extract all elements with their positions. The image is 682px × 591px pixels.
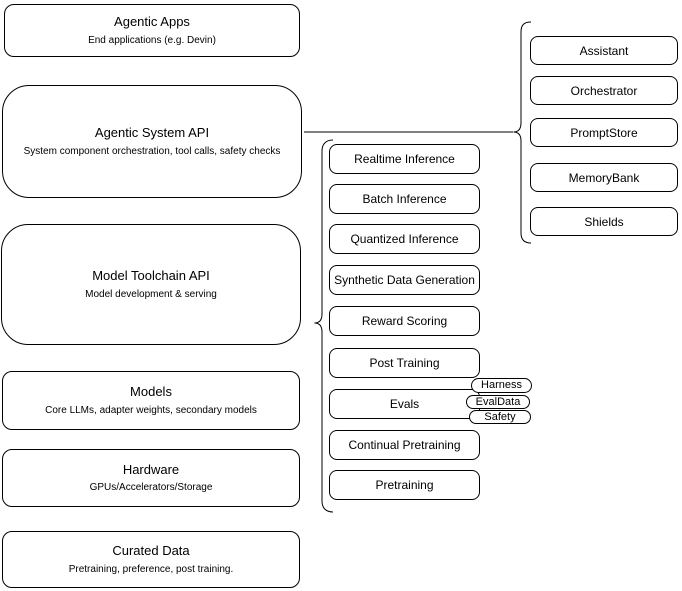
component-box-shields: Shields xyxy=(530,207,678,236)
stack-box-title: Hardware xyxy=(122,461,180,477)
component-box-memorybank: MemoryBank xyxy=(530,163,678,192)
toolchain-box-batch-inference: Batch Inference xyxy=(329,184,480,214)
stack-box-models: Models Core LLMs, adapter weights, secon… xyxy=(2,371,300,430)
eval-tag-evaldata: EvalData xyxy=(466,395,530,409)
stack-box-title: Curated Data xyxy=(112,543,190,559)
stack-box-subtitle: Core LLMs, adapter weights, secondary mo… xyxy=(45,404,257,416)
stack-box-title: Models xyxy=(130,384,172,400)
eval-tag-harness: Harness xyxy=(471,378,532,393)
stack-box-curated-data: Curated Data Pretraining, preference, po… xyxy=(2,531,300,588)
toolchain-box-pretraining: Pretraining xyxy=(329,470,480,500)
stack-box-subtitle: End applications (e.g. Devin) xyxy=(88,34,216,46)
stack-box-subtitle: Model development & serving xyxy=(85,288,217,300)
eval-tag-safety: Safety xyxy=(469,410,531,424)
stack-box-subtitle: GPUs/Accelerators/Storage xyxy=(89,482,213,494)
toolchain-box-continual-pretraining: Continual Pretraining xyxy=(329,430,480,460)
toolchain-box-evals: Evals xyxy=(329,389,480,419)
toolchain-box-quantized-inference: Quantized Inference xyxy=(329,224,480,254)
stack-box-agentic-system-api: Agentic System API System component orch… xyxy=(2,85,302,198)
toolchain-box-realtime-inference: Realtime Inference xyxy=(329,144,480,174)
stack-box-agentic-apps: Agentic Apps End applications (e.g. Devi… xyxy=(4,4,300,57)
toolchain-brace xyxy=(314,139,334,513)
stack-box-title: Agentic Apps xyxy=(114,14,190,30)
component-box-orchestrator: Orchestrator xyxy=(530,76,678,105)
stack-box-hardware: Hardware GPUs/Accelerators/Storage xyxy=(2,449,300,507)
stack-box-subtitle: Pretraining, preference, post training. xyxy=(68,563,234,575)
component-box-assistant: Assistant xyxy=(530,36,678,65)
stack-box-subtitle: System component orchestration, tool cal… xyxy=(23,145,281,157)
component-box-promptstore: PromptStore xyxy=(530,118,678,147)
stack-box-title: Agentic System API xyxy=(94,125,210,141)
stack-box-title: Model Toolchain API xyxy=(92,268,210,284)
stack-box-model-toolchain-api: Model Toolchain API Model development & … xyxy=(1,224,301,345)
components-brace xyxy=(513,21,532,244)
toolchain-box-synthetic-data-generation: Synthetic Data Generation xyxy=(329,265,480,295)
toolchain-box-post-training: Post Training xyxy=(329,348,480,378)
toolchain-box-reward-scoring: Reward Scoring xyxy=(329,306,480,336)
